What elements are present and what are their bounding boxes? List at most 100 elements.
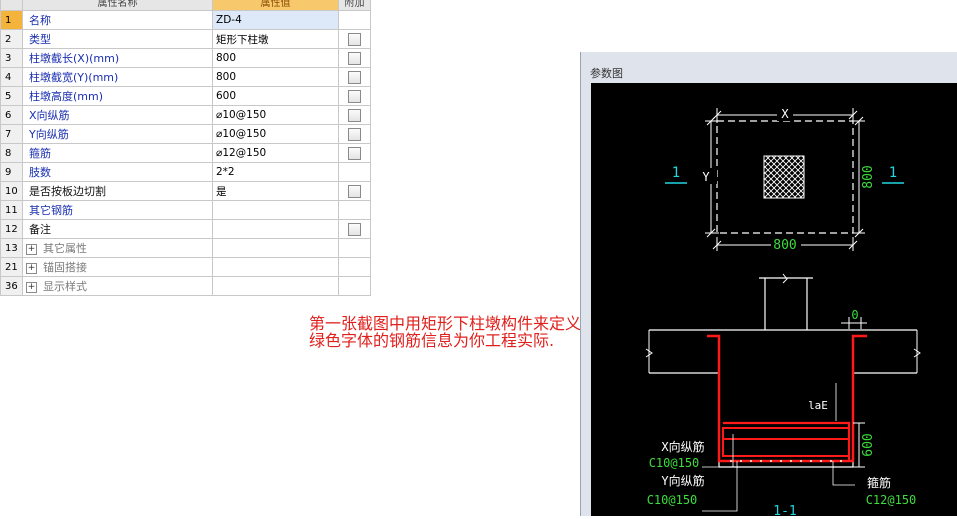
property-value[interactable]: 矩形下柱墩: [212, 29, 339, 49]
cad-drawing: X Y 800: [645, 107, 921, 519]
extra-cell: [338, 238, 371, 258]
property-value[interactable]: 800: [212, 48, 339, 68]
extra-column-header[interactable]: 附加: [338, 0, 371, 11]
grid-row[interactable]: 13+ 其它属性: [0, 238, 371, 258]
property-value[interactable]: [212, 238, 339, 258]
name-column-header[interactable]: 属性名称: [22, 0, 213, 11]
attach-checkbox[interactable]: [348, 51, 361, 65]
attach-checkbox[interactable]: [348, 146, 361, 160]
property-value[interactable]: 是: [212, 181, 339, 201]
top-offset-value[interactable]: 0: [851, 308, 858, 322]
property-name-text: 名称: [29, 14, 51, 27]
property-name: + 其它属性: [22, 238, 213, 258]
attach-checkbox[interactable]: [348, 108, 361, 122]
expand-plus-icon[interactable]: +: [26, 262, 37, 274]
property-name-text: 其它属性: [43, 242, 87, 255]
property-value[interactable]: [212, 257, 339, 277]
property-name: Y向纵筋: [22, 124, 213, 144]
x-bar-value[interactable]: C10@150: [649, 456, 700, 470]
width-dimension-value[interactable]: 800: [773, 238, 796, 253]
property-value[interactable]: [212, 200, 339, 220]
y-label: Y: [702, 170, 710, 184]
property-name-text: 柱墩高度(mm): [29, 90, 104, 103]
stirrup-value[interactable]: C12@150: [866, 493, 917, 507]
attach-checkbox[interactable]: [348, 184, 361, 198]
property-name: 类型: [22, 29, 213, 49]
row-number: 11: [0, 200, 23, 220]
extra-cell: [338, 86, 371, 106]
row-number: 21: [0, 257, 23, 277]
property-name-text: 柱墩截宽(Y)(mm): [29, 71, 119, 84]
section-mark-left: 1: [672, 165, 680, 181]
row-number: 2: [0, 29, 23, 49]
property-value[interactable]: ⌀10@150: [212, 124, 339, 144]
property-value[interactable]: 2*2: [212, 162, 339, 182]
property-name: + 显示样式: [22, 276, 213, 296]
property-value[interactable]: [212, 219, 339, 239]
stirrup-label: 箍筋: [867, 475, 891, 490]
property-value[interactable]: ZD-4: [212, 10, 339, 30]
property-value[interactable]: ⌀10@150: [212, 105, 339, 125]
property-name-text: 柱墩截长(X)(mm): [29, 52, 120, 65]
grid-row[interactable]: 2 类型 矩形下柱墩: [0, 29, 371, 49]
grid-row[interactable]: 11 其它钢筋: [0, 200, 371, 220]
attach-checkbox[interactable]: [348, 222, 361, 236]
row-number: 1: [0, 10, 23, 30]
property-name: + 锚固搭接: [22, 257, 213, 277]
annotation-line-2: 绿色字体的钢筋信息为你工程实际.: [309, 331, 555, 350]
property-name: 柱墩高度(mm): [22, 86, 213, 106]
grid-row[interactable]: 36+ 显示样式: [0, 276, 371, 296]
extra-cell: [338, 105, 371, 125]
property-name-text: 是否按板边切割: [29, 185, 106, 198]
pier-height-value[interactable]: 600: [861, 433, 876, 456]
stirrup-rebar: [722, 427, 850, 457]
plan-view: X Y 800: [665, 107, 904, 253]
property-name-text: 其它钢筋: [29, 204, 73, 217]
grid-row[interactable]: 1 名称 ZD-4: [0, 10, 371, 30]
property-name: 其它钢筋: [22, 200, 213, 220]
window-title: 参数图: [590, 67, 623, 80]
extra-cell: [338, 67, 371, 87]
attach-checkbox[interactable]: [348, 32, 361, 46]
row-number: 13: [0, 238, 23, 258]
expand-plus-icon[interactable]: +: [26, 281, 37, 293]
attach-checkbox[interactable]: [348, 89, 361, 103]
row-number: 36: [0, 276, 23, 296]
grid-row[interactable]: 21+ 锚固搭接: [0, 257, 371, 277]
y-bar-label: Y向纵筋: [661, 473, 704, 488]
property-name-text: 显示样式: [43, 280, 87, 293]
section-mark-right: 1: [889, 165, 897, 181]
y-bar-value[interactable]: C10@150: [647, 493, 698, 507]
property-name: 名称: [22, 10, 213, 30]
height-dimension-value[interactable]: 800: [861, 165, 876, 188]
property-value[interactable]: ⌀12@150: [212, 143, 339, 163]
property-name: 箍筋: [22, 143, 213, 163]
anchor-rebar: [707, 334, 867, 463]
value-column-header[interactable]: 属性值: [212, 0, 339, 11]
property-value[interactable]: 600: [212, 86, 339, 106]
property-name-text: 类型: [29, 33, 51, 46]
row-number: 6: [0, 105, 23, 125]
extra-cell: [338, 29, 371, 49]
row-number-header: [0, 0, 23, 11]
expand-plus-icon[interactable]: +: [26, 243, 37, 255]
property-value[interactable]: [212, 276, 339, 296]
extra-cell: [338, 257, 371, 277]
parameter-diagram-canvas: X Y 800: [591, 83, 957, 519]
property-name: 是否按板边切割: [22, 181, 213, 201]
property-name-text: 锚固搭接: [43, 261, 87, 274]
property-value[interactable]: 800: [212, 67, 339, 87]
section-view: 0 laE 600 X向纵筋 C10@150 Y向纵筋 C10@150 箍筋: [645, 273, 921, 519]
attach-checkbox[interactable]: [348, 127, 361, 141]
attach-checkbox[interactable]: [348, 70, 361, 84]
